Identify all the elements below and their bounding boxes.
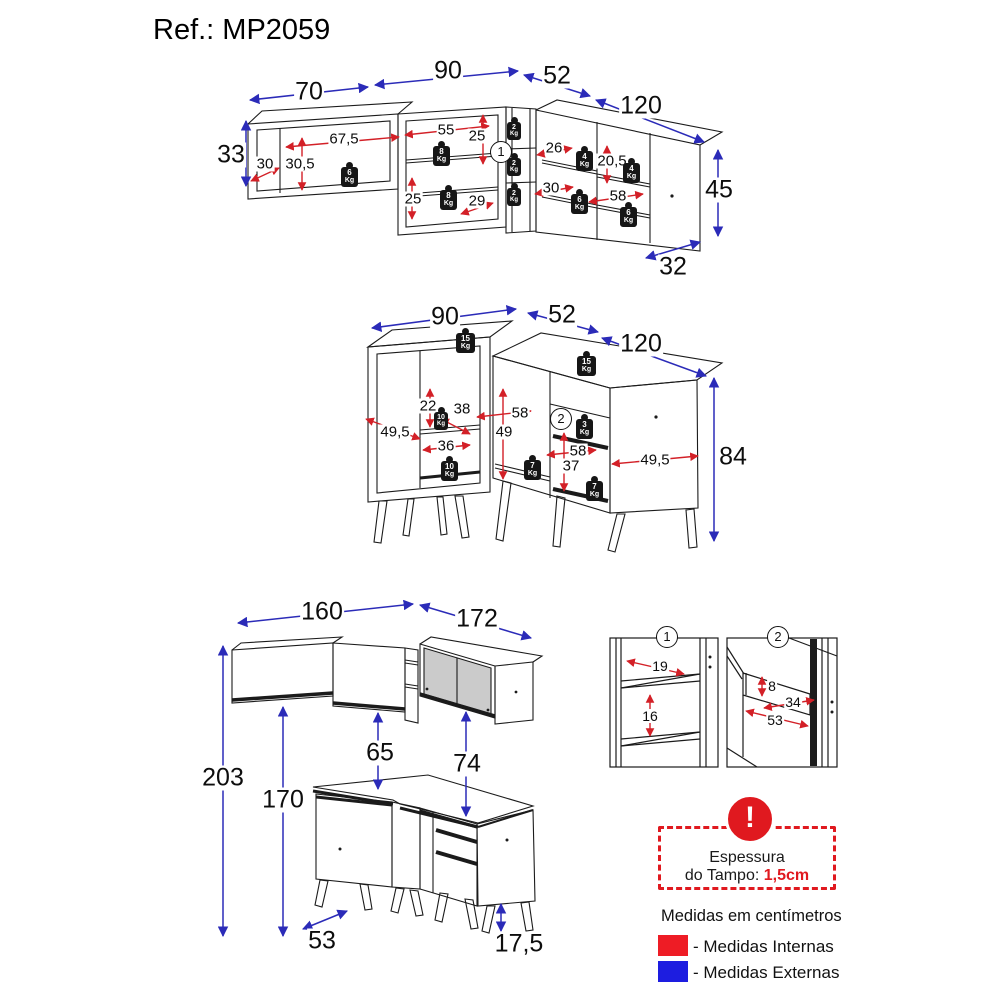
dim-wall-height-left: 33: [216, 140, 246, 169]
dim-assembled-width-right: 172: [455, 604, 499, 633]
dim-base-int-left-height: 49: [494, 423, 514, 441]
dim-detail1-diag: 19: [651, 658, 669, 674]
base-cabinets-drawing: [366, 320, 724, 553]
dim-wall-width-right: 120: [619, 91, 663, 120]
dim-base-height: 84: [719, 442, 747, 471]
dim-wall-width-left: 70: [294, 77, 324, 106]
dim-base-int-top-width: 58: [510, 404, 530, 422]
dim-wall-int-mid-width: 55: [436, 121, 456, 139]
dim-assembled-wall-height: 170: [261, 785, 305, 814]
warning-value: 1,5cm: [763, 867, 810, 884]
dim-assembled-gap-left: 65: [365, 738, 395, 767]
units-note: Medidas em centímetros: [661, 907, 842, 925]
warning-icon: !: [725, 794, 775, 844]
dim-assembled-leg-height: 17,5: [493, 929, 545, 958]
page-title: Ref.: MP2059: [153, 14, 331, 46]
dim-wall-width-mid: 90: [433, 56, 463, 85]
dim-detail2-diag: 53: [766, 712, 784, 728]
detail-marker-1: 1: [490, 141, 512, 163]
dim-assembled-gap-right: 74: [452, 749, 482, 778]
assembled-kitchen-drawing: [231, 636, 544, 934]
dim-base-width-left: 90: [430, 302, 460, 331]
detail-marker-2: 2: [550, 408, 572, 430]
dim-wall-int-right-shelf: 20,5: [596, 152, 628, 170]
legend-external-label: - Medidas Externas: [693, 963, 840, 982]
assembled-dims: [217, 599, 533, 938]
dim-detail2-width: 34: [784, 694, 802, 710]
dim-wall-int-right-bottom: 58: [608, 187, 628, 205]
dim-base-int-left-depth: 49,5: [379, 423, 411, 441]
dim-assembled-total-height: 203: [201, 763, 245, 792]
dim-base-int-left-gap: 22: [418, 397, 438, 415]
legend-external-swatch: [658, 961, 688, 982]
dim-wall-int-mid-bottom: 25: [403, 190, 423, 208]
dim-wall-int-mid-top: 25: [467, 127, 487, 145]
dim-detail2-height: 8: [767, 678, 777, 694]
detail-2-marker: 2: [767, 626, 789, 648]
dim-wall-int-left-width: 67,5: [328, 130, 360, 148]
dim-wall-int-mid-depth: 29: [467, 192, 487, 210]
detail-views-drawing: [609, 637, 838, 768]
detail-1-marker: 1: [656, 626, 678, 648]
dim-base-int-door-width: 49,5: [639, 451, 671, 469]
dim-wall-int-left-depth: 30: [255, 155, 275, 173]
dim-base-int-right-width: 58: [568, 442, 588, 460]
dim-wall-int-left-height: 30,5: [284, 155, 316, 173]
dim-wall-int-right-top: 26: [544, 139, 564, 157]
dim-wall-depth-right: 32: [658, 252, 688, 281]
dim-wall-int-right-mid: 30: [541, 179, 561, 197]
dim-base-int-right-height: 37: [561, 457, 581, 475]
dim-assembled-width-left: 160: [300, 597, 344, 626]
warning-text-line1: Espessura: [709, 849, 785, 866]
dim-base-int-left-diag: 38: [452, 400, 472, 418]
dim-detail1-height: 16: [641, 708, 659, 724]
dim-base-width-corner: 52: [547, 300, 577, 329]
wall-cabinets-drawing: [247, 99, 724, 252]
dim-wall-width-corner: 52: [542, 61, 572, 90]
legend-internal-label: - Medidas Internas: [693, 937, 834, 956]
dim-base-int-left-width: 36: [436, 437, 456, 455]
dim-base-width-right: 120: [619, 329, 663, 358]
legend-internal-swatch: [658, 935, 688, 956]
warning-text-line2: do Tampo:: [684, 867, 760, 884]
dim-assembled-depth: 53: [307, 926, 337, 955]
dim-wall-height-right: 45: [704, 175, 734, 204]
